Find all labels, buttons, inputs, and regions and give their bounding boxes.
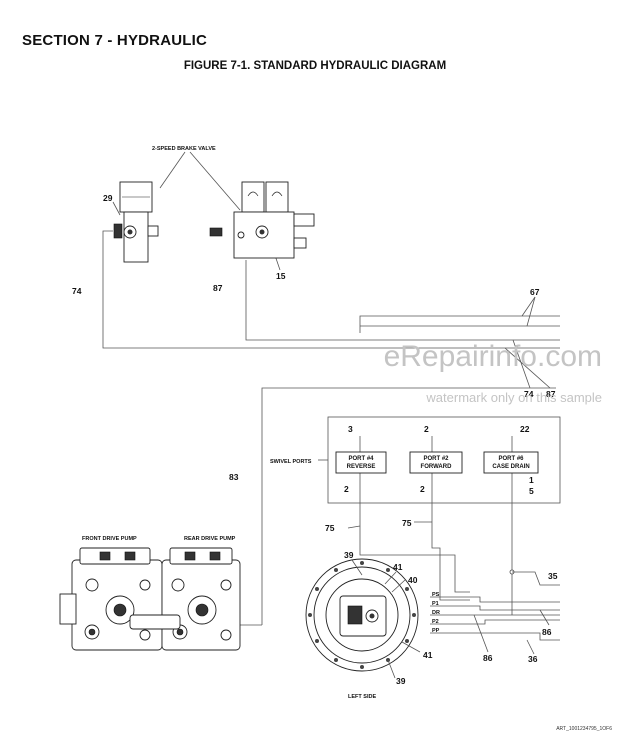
brake-valve-left	[113, 181, 159, 263]
motor-port-p2: P2	[432, 619, 439, 625]
callout-39-top: 39	[344, 550, 354, 560]
motor-port-pp: PP	[432, 628, 440, 634]
port-6-label: PORT #6	[498, 456, 524, 462]
callout-39-bottom: 39	[396, 676, 406, 686]
callout-29: 29	[103, 193, 113, 203]
drive-motor	[305, 558, 421, 679]
rear-drive-pump	[129, 547, 241, 651]
motor-port-labels: PS P1 DR P2 PP	[432, 592, 440, 634]
motor-port-dr: DR	[432, 610, 440, 616]
port-6-top-callout: 22	[520, 424, 530, 434]
callout-15: 15	[276, 271, 286, 281]
callout-87: 87	[213, 283, 223, 293]
figure-title: FIGURE 7-1. STANDARD HYDRAULIC DIAGRAM	[183, 60, 447, 72]
rear-pump-label: REAR DRIVE PUMP	[184, 536, 236, 542]
callout-41-bottom: 41	[423, 650, 433, 660]
port-4-function: REVERSE	[347, 464, 376, 470]
port-2-bottom-callout: 2	[420, 484, 425, 494]
callout-40: 40	[408, 575, 418, 585]
left-side-label: LEFT SIDE	[348, 694, 376, 700]
port-box-case-drain: PORT #6 CASE DRAIN 22 1 5	[483, 424, 539, 496]
port-2-top-callout: 2	[424, 424, 429, 434]
front-drive-pump	[59, 547, 163, 651]
swivel-ports-label: SWIVEL PORTS	[270, 459, 312, 465]
port-2-function: FORWARD	[421, 464, 453, 470]
watermark-sub: watermark only on this sample	[425, 390, 602, 405]
motor-port-ps: PS	[432, 592, 440, 598]
port-6-function: CASE DRAIN	[492, 464, 529, 470]
port-6-bottom-callout-2: 5	[529, 486, 534, 496]
hydraulic-lines	[102, 151, 561, 655]
footer-art-number: ART_1001234795_1OF6	[556, 726, 612, 732]
port-2-label: PORT #2	[423, 456, 449, 462]
motor-port-p1: P1	[432, 601, 439, 607]
port-4-top-callout: 3	[348, 424, 353, 434]
port-4-bottom-callout: 2	[344, 484, 349, 494]
callout-36: 36	[528, 654, 538, 664]
callout-83: 83	[229, 472, 239, 482]
callout-75-right: 75	[402, 518, 412, 528]
port-box-reverse: PORT #4 REVERSE 3 2	[335, 424, 387, 494]
port-box-forward: PORT #2 FORWARD 2 2	[409, 424, 463, 494]
callout-67: 67	[530, 287, 540, 297]
brake-valve-label: 2-SPEED BRAKE VALVE	[152, 146, 216, 152]
section-title: SECTION 7 - HYDRAULIC	[22, 32, 208, 49]
callout-87-lower: 87	[546, 389, 556, 399]
callout-74: 74	[72, 286, 82, 296]
callout-35: 35	[548, 571, 558, 581]
port-4-label: PORT #4	[348, 456, 374, 462]
callout-86-left: 86	[483, 653, 493, 663]
callouts: 29 15 74 87 67 74 87 83 75 75 39 41 40 4…	[72, 193, 558, 686]
callout-86-right: 86	[542, 627, 552, 637]
callout-41-top: 41	[393, 562, 403, 572]
port-6-bottom-callout-1: 1	[529, 475, 534, 485]
callout-74-lower: 74	[524, 389, 534, 399]
watermark-main: eRepairinfo.com	[384, 340, 602, 373]
callout-75-left: 75	[325, 523, 335, 533]
front-pump-label: FRONT DRIVE PUMP	[82, 536, 137, 542]
brake-valve-right	[209, 181, 315, 259]
